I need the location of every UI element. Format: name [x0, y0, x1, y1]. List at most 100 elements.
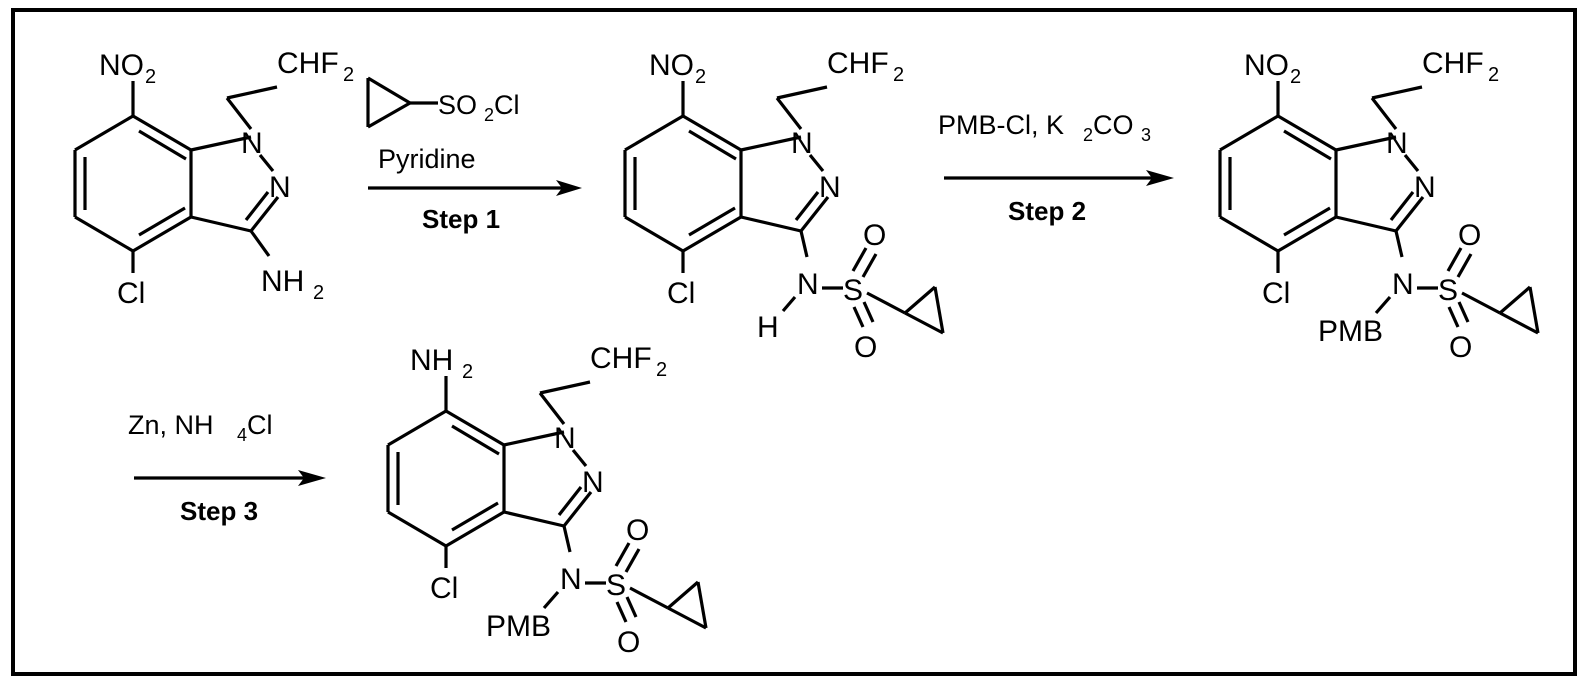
- cyclopropyl-ring: [629, 580, 708, 630]
- step-3-reagent-part-1: Zn, NH: [128, 410, 214, 440]
- sulfonyl-chloride-label: SO: [438, 90, 477, 120]
- step-2-reagent-sub-1: 2: [1083, 125, 1093, 145]
- oxygen-top-label: O: [863, 219, 886, 252]
- structure-final-product: N N NH 2 Cl CHF 2 N PMB S O O: [386, 342, 708, 659]
- arrowhead-icon: [556, 180, 582, 196]
- oxygen-bottom-label: O: [1449, 331, 1472, 364]
- step-3-arrow: [134, 470, 326, 486]
- sulfonamide-n-label: N: [560, 563, 582, 596]
- chf2-sub: 2: [343, 64, 354, 86]
- benzene-ring: [623, 114, 743, 253]
- step-2-reagent-part-1: PMB-Cl, K: [938, 110, 1064, 140]
- structure-intermediate-1: N N NO 2 Cl CHF 2 N H S O O: [623, 47, 945, 364]
- step-3-label: Step 3: [180, 496, 258, 526]
- n1-ch2-bond: [225, 97, 253, 130]
- pyrazole-ring: [503, 430, 593, 528]
- sulfonamide-n-label: N: [1392, 268, 1414, 301]
- oxygen-top-label: O: [626, 514, 649, 547]
- pmb-label: PMB: [1318, 315, 1383, 348]
- sulfonamide-h-label: H: [757, 311, 779, 344]
- pyrazole-ring: [190, 135, 280, 233]
- chf2-label: CHF: [277, 47, 339, 80]
- chloro-label: Cl: [117, 277, 145, 310]
- ch2-chf2-bond: [226, 85, 278, 100]
- step-2-arrow: [944, 170, 1174, 186]
- chf2-sub: 2: [1488, 64, 1499, 86]
- step-3-reaction-arrow-group: Zn, NH 4 Cl Step 3: [128, 410, 326, 526]
- chloro-label: Cl: [1262, 277, 1290, 310]
- nitro-sub: 2: [1290, 66, 1301, 88]
- chloro-label: Cl: [430, 572, 458, 605]
- sulfonyl-oxygen-bottom: [852, 301, 875, 328]
- pyrazole-ring: [1335, 135, 1425, 233]
- oxygen-bottom-label: O: [617, 626, 640, 659]
- figure-border: [11, 8, 1577, 676]
- chf2-label: CHF: [827, 47, 889, 80]
- cyclopropyl-ring: [1461, 285, 1540, 335]
- pyrazole-ring: [740, 135, 830, 233]
- benzene-ring: [1218, 114, 1338, 253]
- chf2-sub: 2: [656, 359, 667, 381]
- ring-n1-label: N: [241, 127, 263, 160]
- arrowhead-icon: [298, 470, 326, 486]
- step-1-label: Step 1: [422, 204, 500, 234]
- nitro-label: NO: [649, 49, 694, 82]
- oxygen-top-label: O: [1458, 219, 1481, 252]
- sulfonyl-oxygen-top: [851, 247, 878, 278]
- c3-n-bond: [1394, 230, 1404, 258]
- sulfonyl-oxygen-bottom: [615, 596, 638, 623]
- step-2-label: Step 2: [1008, 196, 1086, 226]
- n-pmb-bond: [1374, 295, 1392, 315]
- oxygen-bottom-label: O: [854, 331, 877, 364]
- step-3-reagent-part-2: Cl: [247, 410, 273, 440]
- sulfonyl-oxygen-top: [1446, 247, 1473, 278]
- ring-n1-label: N: [554, 422, 576, 455]
- ch2-chf2-bond: [1371, 85, 1423, 100]
- arrowhead-icon: [1146, 170, 1174, 186]
- n-h-bond: [781, 295, 797, 313]
- structure-intermediate-2: N N NO 2 Cl CHF 2 N PMB S O O: [1218, 47, 1540, 364]
- sulfonyl-oxygen-top: [614, 542, 641, 573]
- n1-ch2-bond: [1370, 97, 1398, 130]
- ring-n2-label: N: [582, 466, 604, 499]
- n1-ch2-bond: [775, 97, 803, 130]
- ring-n1-label: N: [1386, 127, 1408, 160]
- amine-label: NH: [261, 265, 304, 298]
- ch2-chf2-bond: [539, 380, 591, 395]
- step-1-arrow: [368, 180, 582, 196]
- structure-starting-material: N N NO 2 Cl NH 2 CHF 2: [73, 47, 354, 310]
- sulfur-label: S: [843, 274, 863, 307]
- sulfur-label: S: [606, 569, 626, 602]
- c7-amine-sub: 2: [462, 361, 473, 383]
- benzene-ring: [386, 409, 506, 548]
- ring-n1-label: N: [791, 127, 813, 160]
- step-2-reagent-sub-2: 3: [1141, 125, 1151, 145]
- nitro-sub: 2: [695, 66, 706, 88]
- c3-n-bond: [799, 230, 809, 258]
- sulfur-label: S: [1438, 274, 1458, 307]
- ring-n2-label: N: [819, 171, 841, 204]
- ch2-chf2-bond: [776, 85, 828, 100]
- c7-amine-label: NH: [410, 344, 453, 377]
- chloro-label: Cl: [667, 277, 695, 310]
- benzene-ring: [73, 114, 193, 253]
- ring-n2-label: N: [1414, 171, 1436, 204]
- c3-n-bond: [562, 525, 572, 553]
- sulfonyl-oxygen-bottom: [1447, 301, 1470, 328]
- nitro-sub: 2: [145, 66, 156, 88]
- chf2-label: CHF: [590, 342, 652, 375]
- step-1-solvent-label: Pyridine: [378, 144, 476, 174]
- pmb-label: PMB: [486, 610, 551, 643]
- sulfonyl-chloride-tail: Cl: [494, 90, 520, 120]
- nitro-label: NO: [1244, 49, 1289, 82]
- chf2-label: CHF: [1422, 47, 1484, 80]
- n1-ch2-bond: [538, 392, 566, 425]
- ring-n2-label: N: [269, 171, 291, 204]
- cyclopropyl-ring: [866, 285, 945, 335]
- n-pmb-bond: [542, 590, 560, 610]
- step-1-reaction-arrow-group: SO 2 Cl Pyridine Step 1: [366, 76, 582, 234]
- step-2-reaction-arrow-group: PMB-Cl, K 2 CO 3 Step 2: [938, 110, 1174, 226]
- step-3-reagent-sub-1: 4: [237, 425, 247, 445]
- c3-bond: [249, 230, 271, 257]
